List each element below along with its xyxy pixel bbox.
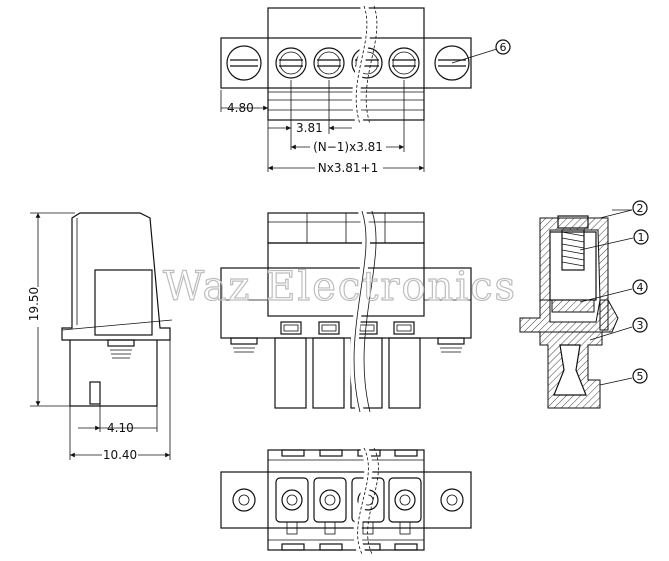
dim-pitch: (N−1)x3.81	[313, 140, 383, 154]
dim-10-40: 10.40	[103, 448, 137, 462]
cross-section-view: 2 1 4 3 5	[519, 200, 649, 409]
callout-5	[632, 368, 648, 384]
flange-screw-left	[226, 45, 262, 81]
bottom-socket-4	[388, 477, 422, 535]
callout-3	[632, 317, 648, 333]
break-line	[355, 5, 368, 125]
callout-2-label: 2	[637, 202, 644, 215]
break-line	[365, 5, 378, 125]
top-view: 6 4.80 3.81 (N−1)x3.81 Nx3.81+1	[220, 4, 511, 175]
pin-2	[312, 337, 345, 409]
front-screw-right	[437, 337, 465, 353]
callout-6-label: 6	[500, 41, 507, 54]
side-view: 19.50 4.10 10.40	[27, 212, 173, 462]
callout-1	[633, 229, 649, 245]
callout-5-label: 5	[637, 370, 644, 383]
break-line	[357, 447, 369, 555]
bottom-socket-1	[275, 477, 309, 535]
bottom-view	[220, 446, 472, 556]
bottom-hole-right	[440, 488, 464, 512]
pin-1	[274, 337, 307, 409]
section-screw	[557, 215, 589, 271]
break-line	[367, 447, 379, 555]
contact-window-1	[280, 321, 302, 335]
terminal-screw-1	[275, 47, 307, 79]
callout-6	[495, 39, 511, 55]
dim-3-81: 3.81	[296, 121, 323, 135]
front-screw-left	[230, 337, 258, 353]
contact-window-4	[393, 321, 415, 335]
break-line	[363, 210, 377, 413]
watermark-text: Waz Electronics	[163, 264, 517, 310]
terminal-screw-2	[313, 47, 345, 79]
callout-4-label: 4	[637, 281, 644, 294]
terminal-screw-4	[388, 47, 420, 79]
callout-4	[632, 279, 648, 295]
bottom-hole-left	[232, 488, 256, 512]
pin-4	[388, 337, 421, 409]
bottom-socket-2	[313, 477, 347, 535]
wire-clamp	[551, 299, 595, 313]
callout-1-label: 1	[638, 231, 645, 244]
dim-height: 19.50	[27, 287, 41, 321]
side-view-screw	[107, 339, 135, 359]
dim-total-length: Nx3.81+1	[318, 161, 379, 175]
dim-4-10: 4.10	[107, 421, 134, 435]
dim-4-80: 4.80	[227, 101, 254, 115]
break-line	[352, 4, 371, 126]
contact-spring	[553, 344, 587, 396]
break-line	[353, 210, 367, 413]
callout-3-label: 3	[637, 319, 644, 332]
callout-2	[632, 200, 648, 216]
front-view	[220, 209, 472, 413]
contact-window-2	[318, 321, 340, 335]
